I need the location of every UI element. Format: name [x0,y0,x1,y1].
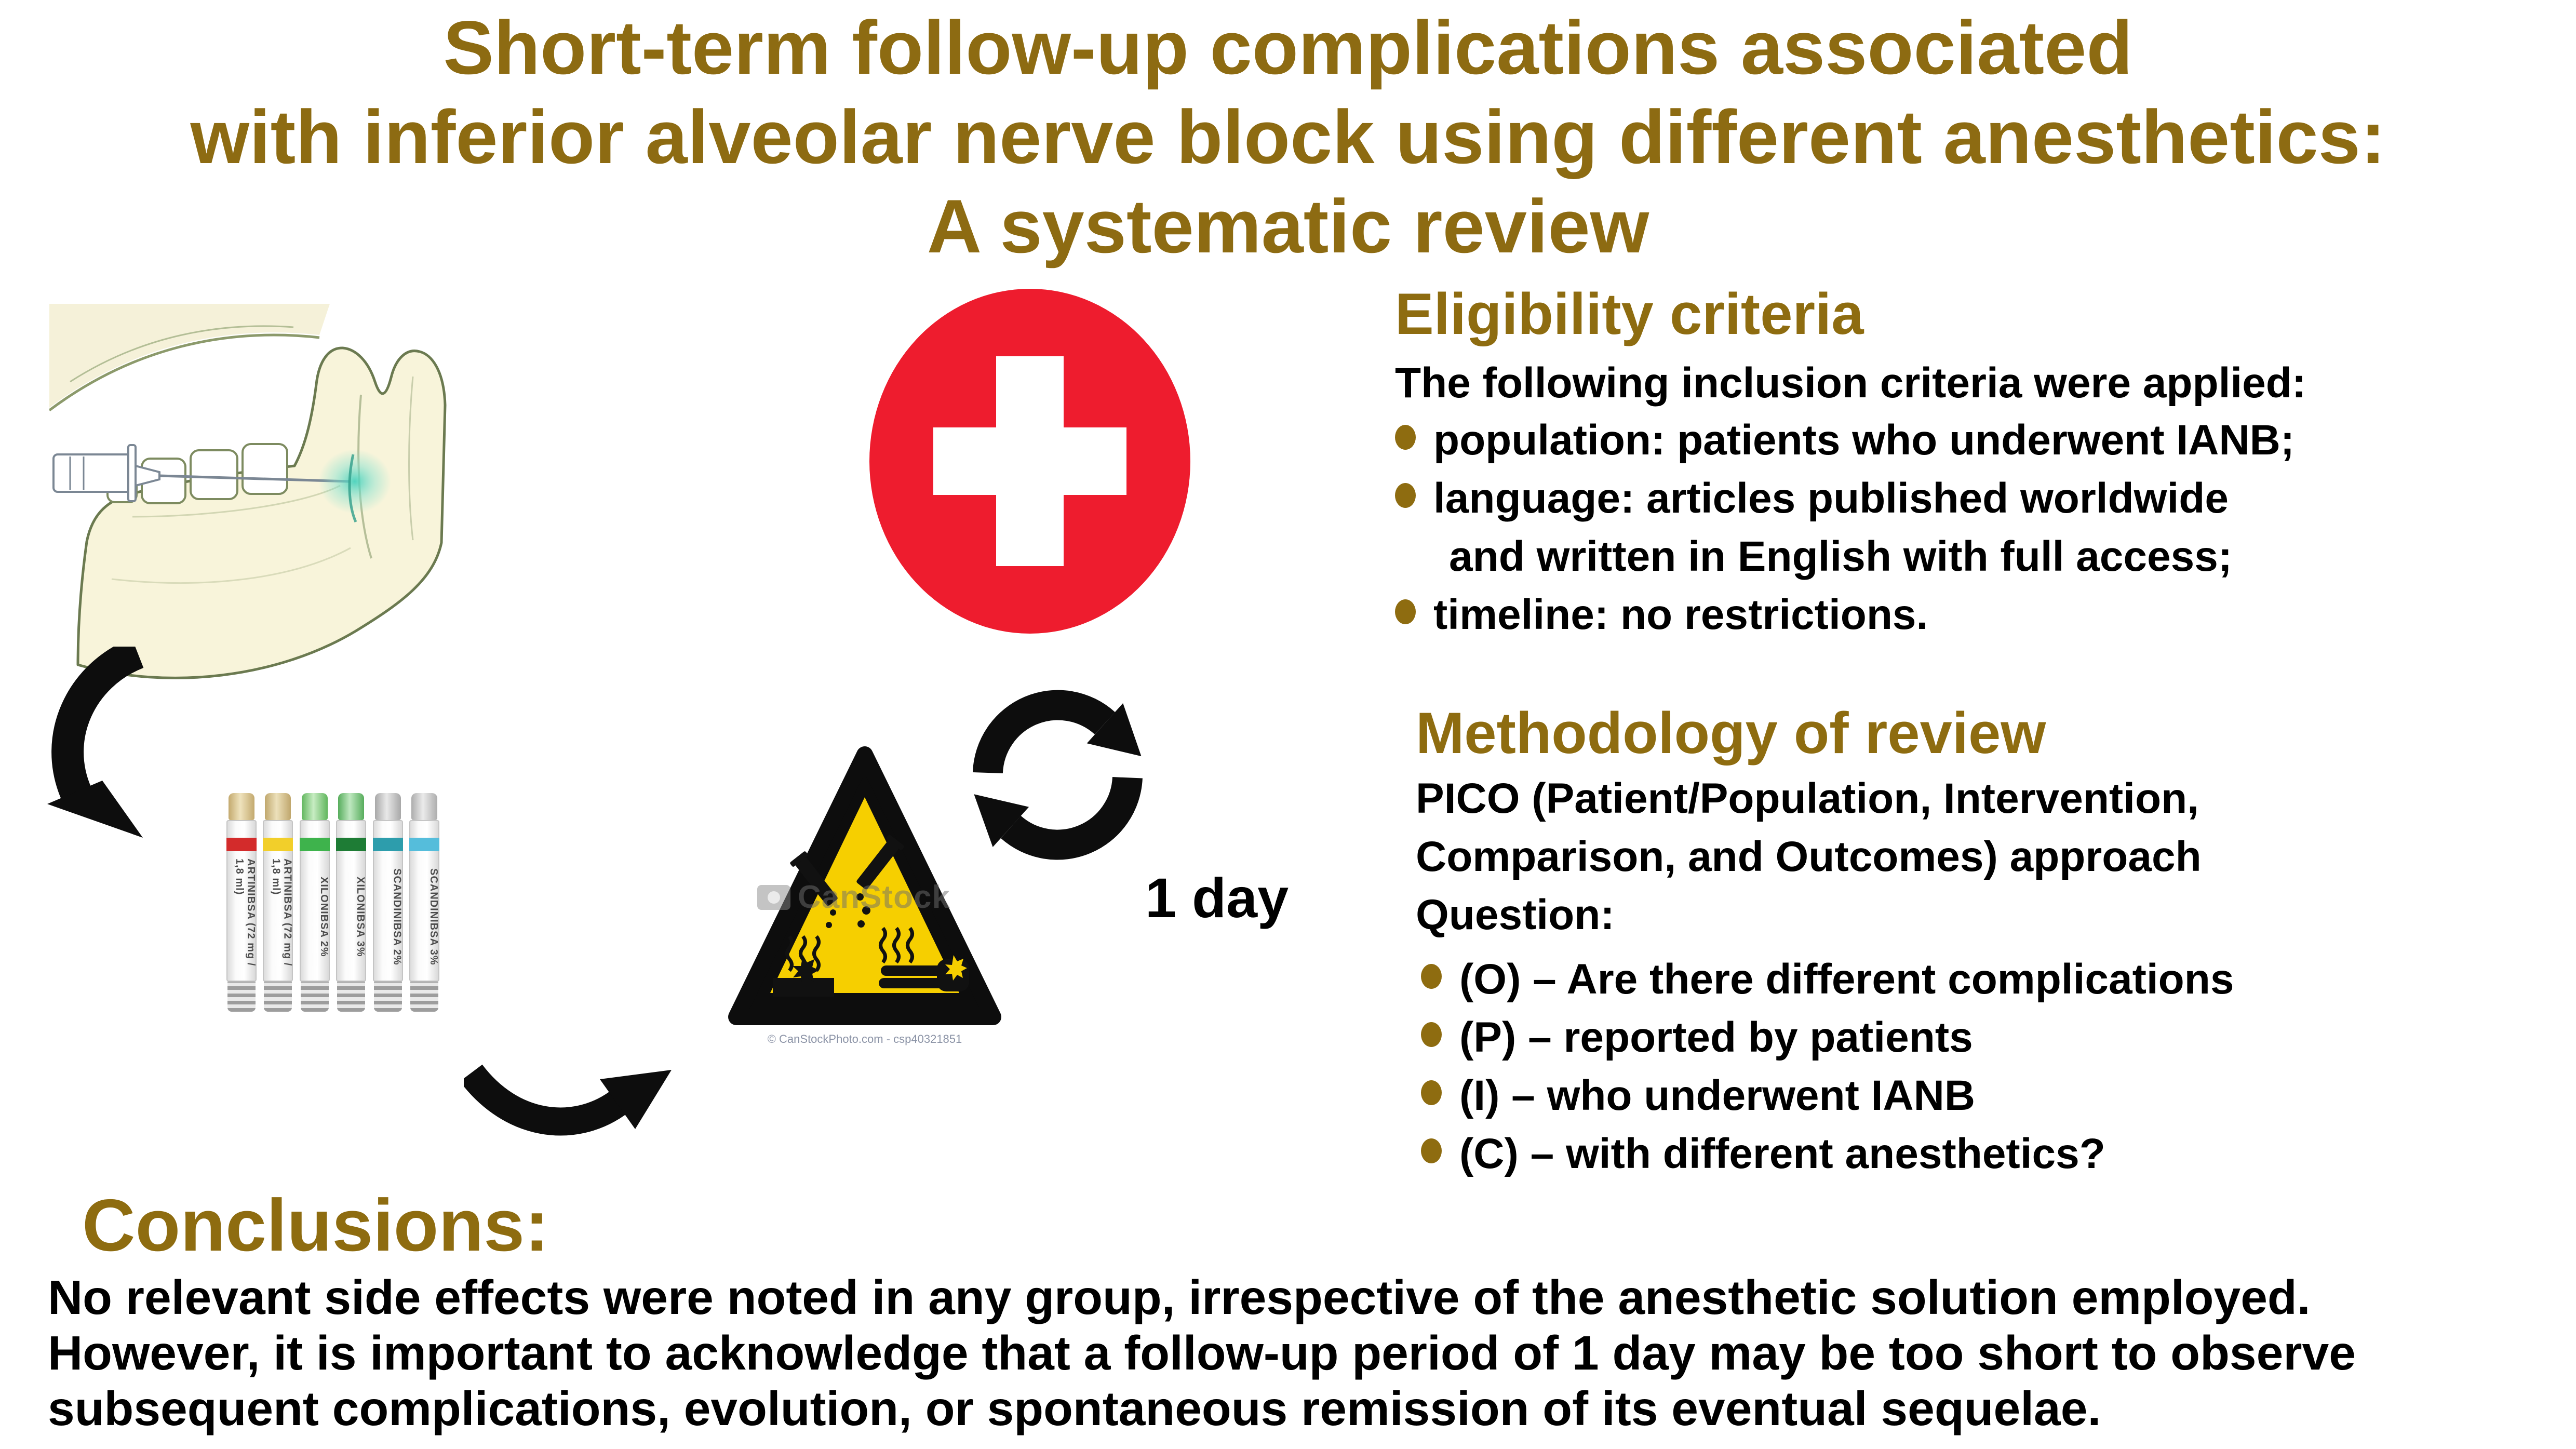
jaw-injection-icon [48,304,447,679]
eligibility-bullet-population: population: patients who underwent IANB; [1395,415,2295,465]
jaw-injection-figure [48,299,517,714]
cross-horizontal-bar [933,427,1126,495]
eligibility-heading: Eligibility criteria [1395,281,1864,346]
eligibility-bullet-language: language: articles published worldwide [1395,474,2229,523]
cartridge-plunger-end [300,982,329,1012]
cartridge-label: ARTINIBSA (72 mg / 1,8 ml) [270,858,293,967]
eligibility-bullet-timeline: timeline: no restrictions. [1395,590,1928,639]
cartridge-label: XILONIBSA 3% [355,877,367,957]
anesthetic-cartridges: ARTINIBSA (72 mg / 1,8 ml) ARTINIBSA (72… [226,793,439,1014]
cartridge-artinibsa-yellow: ARTINIBSA (72 mg / 1,8 ml) [263,793,293,1012]
cartridge-cap [301,793,328,820]
title-line-1: Short-term follow-up complications assoc… [443,5,2133,90]
syringe-icon [52,444,350,502]
bullet-dot-icon [1395,599,1416,624]
camera-icon [757,884,790,910]
stock-watermark-text: CanStock [798,879,950,915]
conclusions-heading: Conclusions: [82,1184,549,1267]
stock-caption: © CanStockPhoto.com - csp40321851 [767,1032,962,1045]
methodology-heading: Methodology of review [1416,701,2046,766]
methodology-line-pico-1: PICO (Patient/Population, Intervention, [1416,775,2199,822]
conclusions-body: No relevant side effects were noted in a… [48,1270,2556,1437]
curved-arrow-up-icon [460,1048,677,1155]
cartridge-plunger-end [410,982,438,1012]
cartridge-plunger-end [337,982,366,1012]
refresh-arrows-icon [943,655,1176,907]
cartridge-band [299,838,330,851]
page-title: Short-term follow-up complications assoc… [0,3,2576,271]
cartridge-label: SCANDINIBSA 2% [391,868,403,965]
bullet-dot-icon [1421,1138,1442,1163]
conclusions-line-3: subsequent complications, evolution, or … [48,1381,2101,1435]
methodology-bullet-i: (I) – who underwent IANB [1421,1071,1975,1120]
cartridge-scandinibsa-2: SCANDINIBSA 2% [372,793,403,1012]
bullet-dot-icon [1421,1022,1442,1047]
bullet-dot-icon [1395,425,1416,450]
curved-arrow-down-icon [39,638,158,841]
corrosive-warning-icon [727,745,1002,1031]
methodology-bullet-c: (C) – with different anesthetics? [1421,1129,2105,1178]
cartridge-cap [374,793,401,820]
cartridge-band [226,838,257,851]
methodology-bullet-p: (P) – reported by patients [1421,1013,1973,1062]
title-line-2: with inferior alveolar nerve block using… [190,95,2386,179]
methodology-line-pico-2: Comparison, and Outcomes) approach [1416,833,2202,880]
cartridge-label: ARTINIBSA (72 mg / 1,8 ml) [234,858,257,967]
bullet-dot-icon [1421,1080,1442,1105]
cartridge-label: XILONIBSA 2% [318,877,330,957]
cartridge-artinibsa-red: ARTINIBSA (72 mg / 1,8 ml) [226,793,257,1012]
methodology-line-question: Question: [1416,891,1615,938]
stock-watermark: CanStock [757,879,950,916]
conclusions-line-2: However, it is important to acknowledge … [48,1326,2356,1380]
methodology-bullet-o: (O) – Are there different complications [1421,955,2234,1004]
cartridge-cap [411,793,437,820]
cartridge-xilonibsa-3: XILONIBSA 3% [336,793,367,1012]
medical-cross-icon [869,289,1190,634]
cartridge-band [263,838,293,851]
cartridge-xilonibsa-2: XILONIBSA 2% [299,793,330,1012]
bullet-dot-icon [1421,964,1442,989]
cartridge-cap [265,793,291,820]
cartridge-band [372,838,403,851]
title-line-3: A systematic review [927,184,1649,269]
eligibility-intro: The following inclusion criteria were ap… [1395,359,2306,407]
eligibility-bullet-language-continuation: and written in English with full access; [1449,533,2233,580]
bullet-dot-icon [1395,483,1416,508]
cartridge-scandinibsa-3: SCANDINIBSA 3% [409,793,439,1012]
follow-up-duration-label: 1 day [1145,866,1289,929]
nerve-block-highlight [318,449,391,514]
cartridge-plunger-end [264,982,292,1012]
cartridge-band [336,838,367,851]
cartridge-plunger-end [227,982,256,1012]
conclusions-line-1: No relevant side effects were noted in a… [48,1270,2311,1324]
cartridge-cap [229,793,254,820]
cartridge-band [409,838,439,851]
cartridge-cap [338,793,365,820]
cartridge-plunger-end [373,982,402,1012]
cartridge-label: SCANDINIBSA 3% [427,868,439,965]
